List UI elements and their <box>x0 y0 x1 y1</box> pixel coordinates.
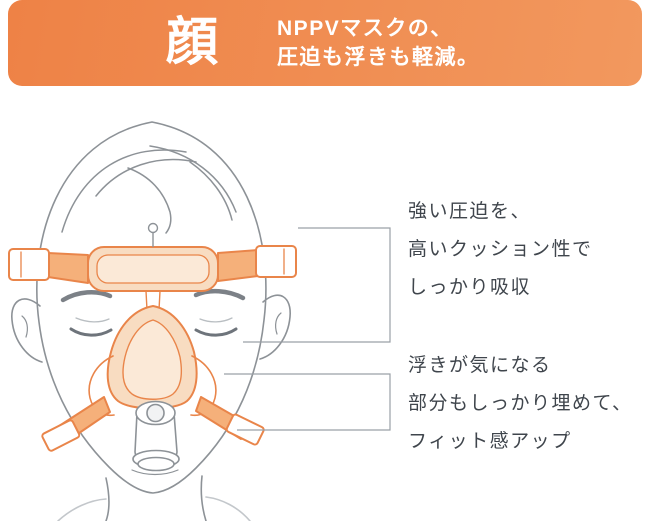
hair <box>61 145 237 234</box>
banner-subtitle: NPPVマスクの、 圧迫も浮きも軽減。 <box>277 14 480 72</box>
jaw-buckle-left <box>41 419 81 452</box>
left-eye-icon <box>69 327 113 337</box>
annotation-fit: 浮きが気になる 部分もしっかり埋めて、 フィット感アップ <box>408 347 633 461</box>
headgear-strap-right <box>217 249 259 282</box>
annotation-cushion-line2: 高いクッション性で <box>408 239 593 260</box>
headgear-strap-left <box>47 252 89 284</box>
annotation-fit-line2: 部分もしっかり埋めて、 <box>408 393 633 414</box>
head-outline <box>11 121 291 521</box>
leader-bracket-fit <box>224 373 391 431</box>
left-ear-icon <box>11 298 43 363</box>
nppv-mask <box>8 245 297 452</box>
elbow-connector <box>132 400 180 472</box>
annotation-cushion-line3: しっかり吸収 <box>408 277 532 298</box>
right-eye-icon <box>194 327 238 337</box>
right-eyebrow-icon <box>193 288 246 301</box>
leader-bracket-cushion <box>243 227 391 343</box>
header-banner: 顔 NPPVマスクの、 圧迫も浮きも軽減。 <box>8 0 642 86</box>
annotation-cushion-line1: 強い圧迫を、 <box>408 201 532 222</box>
left-eyebrow-icon <box>60 290 113 303</box>
headgear-buckle-left <box>8 248 50 281</box>
banner-subtitle-line1: NPPVマスクの、 <box>277 17 453 40</box>
face-features <box>60 288 246 337</box>
right-ear-icon <box>259 294 291 360</box>
banner-kanji: 顔 <box>166 14 220 72</box>
leader-lines <box>224 227 391 431</box>
headgear-buckle-right <box>255 245 297 278</box>
annotation-fit-line3: フィット感アップ <box>408 431 572 452</box>
forehead-connector <box>147 222 159 247</box>
banner-subtitle-line2: 圧迫も浮きも軽減。 <box>277 46 480 69</box>
annotation-fit-line1: 浮きが気になる <box>408 355 552 376</box>
annotation-cushion: 強い圧迫を、 高いクッション性で しっかり吸収 <box>408 193 593 307</box>
